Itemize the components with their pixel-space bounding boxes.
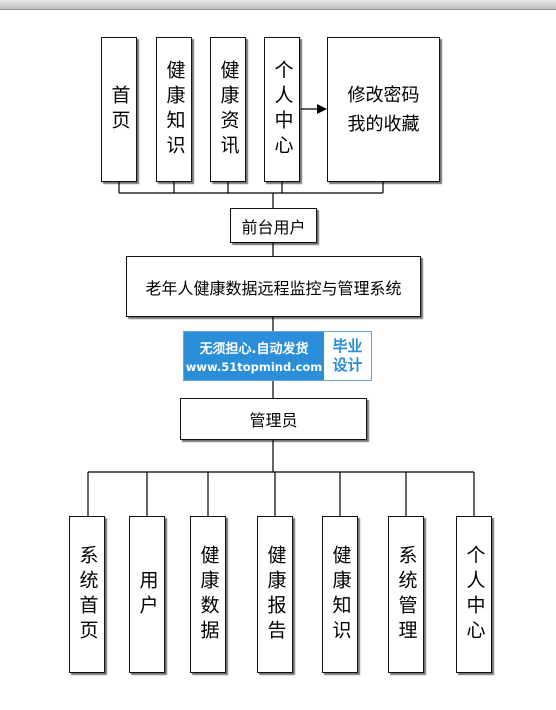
front-user-label: 前台用户 [241, 217, 306, 237]
watermark-badge: 无须担心.自动发货 www.51topmind.com 毕业 设计 [183, 331, 372, 381]
my-favorites-label: 我的收藏 [347, 113, 420, 135]
watermark-tag: 毕业 设计 [324, 332, 371, 380]
module-personal-center-label: 个人中心 [271, 59, 294, 160]
module-health-news-label: 健康资讯 [217, 59, 240, 160]
change-password-label: 修改密码 [347, 84, 420, 106]
system-title-label: 老年人健康数据远程监控与管理系统 [145, 278, 402, 298]
admin-module-health-knowledge: 健康知识 [322, 516, 358, 673]
admin-module-user-label: 用户 [136, 569, 159, 620]
admin-module-user: 用户 [129, 516, 165, 673]
admin-module-health-knowledge-label: 健康知识 [329, 544, 352, 645]
module-personal-center: 个人中心 [264, 37, 300, 182]
admin-module-system-management: 系统管理 [388, 516, 424, 673]
system-title-box: 老年人健康数据远程监控与管理系统 [126, 256, 421, 317]
watermark-tag1: 毕业 [332, 337, 363, 355]
module-home-label: 首页 [108, 84, 131, 135]
admin-module-system-management-label: 系统管理 [395, 544, 418, 645]
admin-module-health-data-label: 健康数据 [197, 544, 220, 645]
front-user-box: 前台用户 [230, 208, 317, 243]
admin-module-system-home: 系统首页 [69, 516, 105, 673]
window-top-border [0, 0, 556, 10]
module-health-news: 健康资讯 [210, 37, 246, 182]
module-health-knowledge-label: 健康知识 [163, 59, 186, 160]
watermark-tag2: 设计 [332, 356, 363, 374]
admin-label: 管理员 [249, 411, 298, 430]
module-health-knowledge: 健康知识 [156, 37, 192, 182]
watermark-left: 无须担心.自动发货 www.51topmind.com [184, 332, 324, 380]
admin-module-health-report-label: 健康报告 [264, 544, 287, 645]
admin-box: 管理员 [180, 398, 367, 440]
watermark-line2: www.51topmind.com [185, 360, 323, 374]
module-home: 首页 [101, 37, 137, 182]
admin-module-personal-center-label: 个人中心 [463, 544, 486, 645]
personal-sub-box: 修改密码 我的收藏 [327, 37, 440, 182]
admin-module-health-report: 健康报告 [257, 516, 293, 673]
watermark-line1: 无须担心.自动发货 [199, 342, 309, 357]
admin-module-system-home-label: 系统首页 [76, 544, 99, 645]
admin-module-personal-center: 个人中心 [456, 516, 492, 673]
admin-module-health-data: 健康数据 [190, 516, 226, 673]
